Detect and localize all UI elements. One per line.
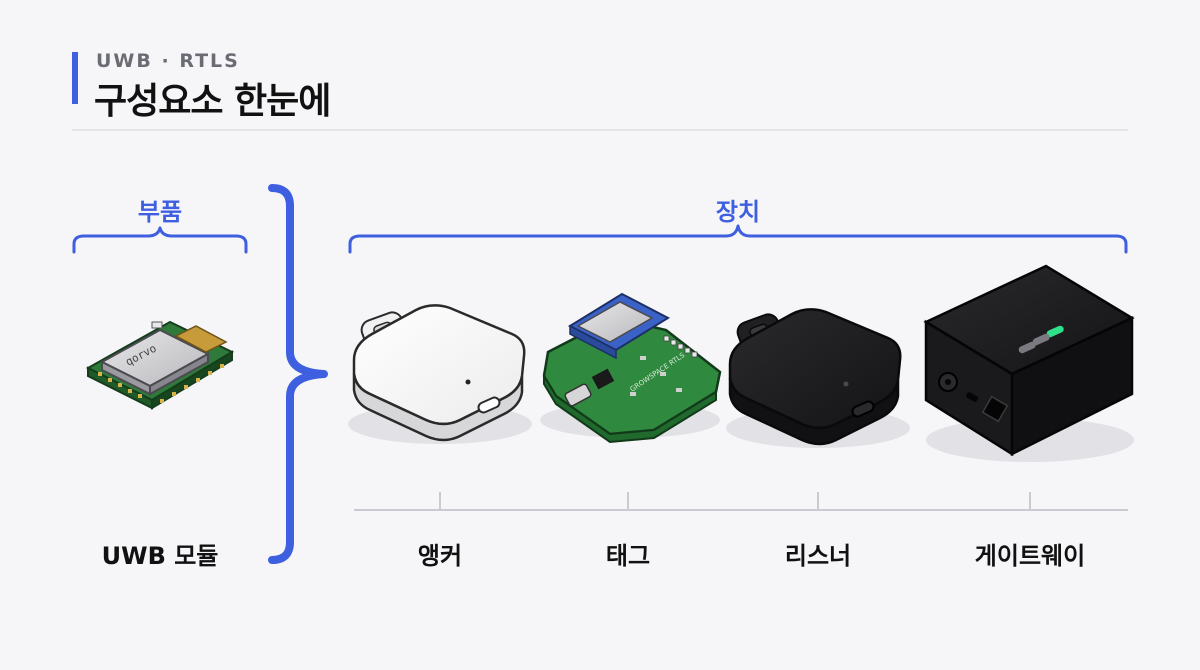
- listener-illustration: [726, 308, 910, 448]
- title-accent-bar: [72, 52, 78, 104]
- anchor-illustration: [348, 304, 532, 444]
- devices-brace: [348, 224, 1128, 254]
- caption-gateway: 게이트웨이: [974, 542, 1086, 570]
- caption-tag: 태그: [605, 542, 651, 570]
- group-label-devices: 장치: [715, 198, 761, 226]
- separator-brace: [268, 184, 328, 564]
- parts-brace: [72, 226, 248, 254]
- caption-uwb-module: UWB 모듈: [101, 542, 219, 570]
- device-axis: [354, 492, 1128, 511]
- header-divider: [72, 129, 1128, 131]
- page-title: 구성요소 한눈에: [94, 81, 331, 122]
- group-label-parts: 부품: [137, 198, 183, 226]
- page-subtitle: UWB · RTLS: [96, 50, 240, 72]
- caption-listener: 리스너: [784, 542, 852, 570]
- gateway-illustration: [923, 264, 1135, 462]
- uwb-module-illustration: [85, 320, 235, 410]
- tag-illustration: [540, 292, 722, 444]
- caption-anchor: 앵커: [417, 542, 463, 570]
